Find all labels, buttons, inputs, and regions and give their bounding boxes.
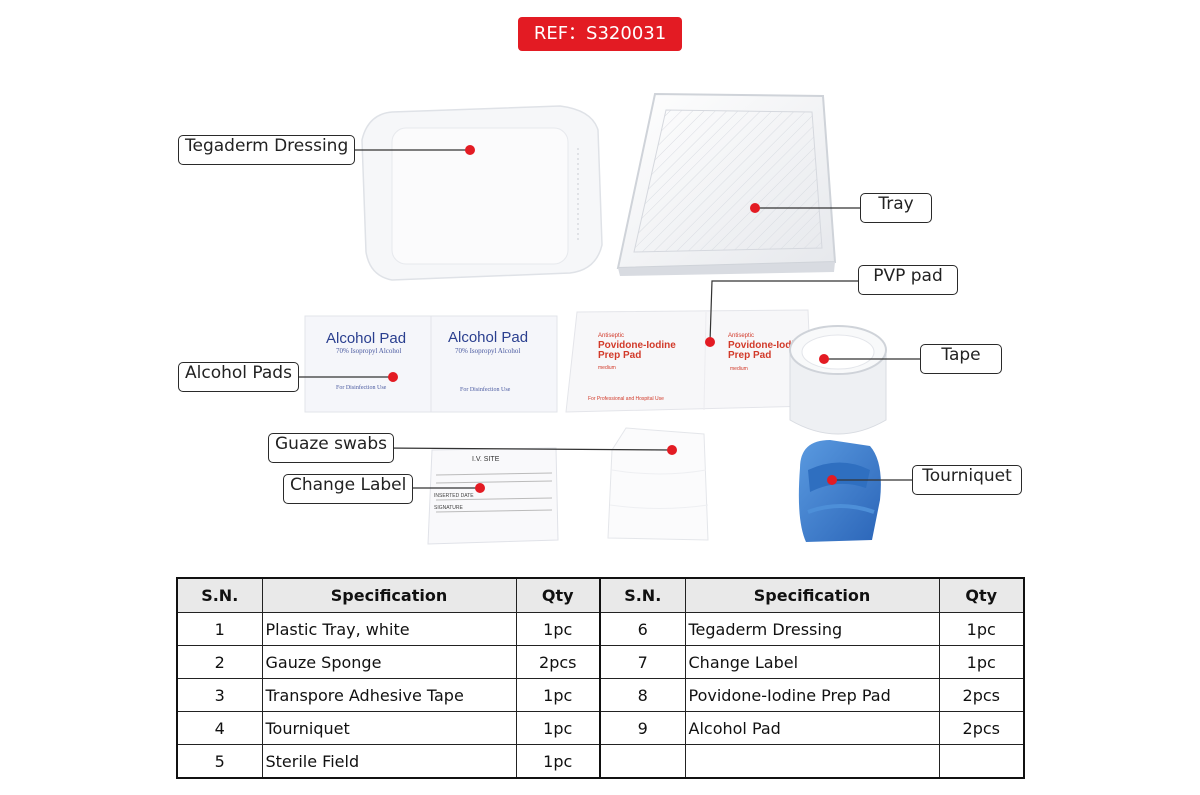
pvp-title2-2: Prep Pad xyxy=(728,350,771,361)
alcohol-pad-title-1: Alcohol Pad xyxy=(326,330,406,347)
cell-spec: Gauze Sponge xyxy=(261,645,517,679)
callout-leaders xyxy=(286,149,920,489)
alcohol-pad-foot-1: For Disinfection Use xyxy=(336,384,387,391)
cell-sn: 7 xyxy=(599,645,686,679)
cell-sn: 8 xyxy=(599,678,686,712)
header-sn-1: S.N. xyxy=(176,577,263,613)
cell-spec: Tegaderm Dressing xyxy=(684,612,940,646)
spec-table: S.N. Specification Qty S.N. Specificatio… xyxy=(176,577,1025,779)
callout-tray: Tray xyxy=(860,193,932,223)
tray xyxy=(616,92,837,276)
callout-tape: Tape xyxy=(920,344,1002,374)
table-row: 4 Tourniquet 1pc 9 Alcohol Pad 2pcs xyxy=(176,711,1025,745)
cell-qty: 2pcs xyxy=(938,678,1025,712)
table-header-row: S.N. Specification Qty S.N. Specificatio… xyxy=(176,577,1025,613)
pvp-small-2: Antiseptic xyxy=(728,333,754,339)
label-title: I.V. SITE xyxy=(472,456,500,463)
tegaderm-dressing xyxy=(361,105,603,281)
cell-spec: Tourniquet xyxy=(261,711,517,745)
alcohol-pad-foot-2: For Disinfection Use xyxy=(460,386,511,393)
cell-sn: 3 xyxy=(176,678,263,712)
cell-sn: 6 xyxy=(599,612,686,646)
cell-spec: Alcohol Pad xyxy=(684,711,940,745)
alcohol-pads-image: Alcohol Pad Alcohol Pad 70% Isopropyl Al… xyxy=(304,315,558,413)
alcohol-pad-sub-1: 70% Isopropyl Alcohol xyxy=(336,347,401,355)
pvp-title-2: Povidone-Iodine xyxy=(728,340,806,351)
label-line1: INSERTED DATE xyxy=(434,493,474,499)
pvp-title-1: Povidone-Iodine xyxy=(598,340,676,351)
change-label-card: I.V. SITE INSERTED DATE SIGNATURE xyxy=(427,447,559,545)
pvp-size-2: medium xyxy=(730,366,748,372)
cell-qty xyxy=(938,744,1025,779)
header-spec-1: Specification xyxy=(261,577,517,613)
label-line2: SIGNATURE xyxy=(434,505,463,511)
pvp-foot-1: For Professional and Hospital Use xyxy=(588,396,664,402)
cell-spec xyxy=(684,744,940,779)
header-qty-2: Qty xyxy=(938,577,1025,613)
tape-roll xyxy=(789,325,887,435)
product-photo: Alcohol Pad Alcohol Pad 70% Isopropyl Al… xyxy=(286,92,920,545)
cell-sn: 5 xyxy=(176,744,263,779)
ref-badge: REF：S320031 xyxy=(518,17,682,51)
pvp-small-1: Antiseptic xyxy=(598,333,624,339)
callout-gauze-swabs: Guaze swabs xyxy=(268,433,394,463)
cell-qty: 1pc xyxy=(515,612,601,646)
alcohol-pad-sub-2: 70% Isopropyl Alcohol xyxy=(455,347,520,355)
cell-qty: 1pc xyxy=(515,678,601,712)
ref-code: S320031 xyxy=(586,23,667,44)
cell-sn: 1 xyxy=(176,612,263,646)
cell-sn xyxy=(599,744,686,779)
cell-spec: Change Label xyxy=(684,645,940,679)
callout-tegaderm: Tegaderm Dressing xyxy=(178,135,356,165)
table-row: 3 Transpore Adhesive Tape 1pc 8 Povidone… xyxy=(176,678,1025,712)
cell-qty: 2pcs xyxy=(938,711,1025,745)
table-row: 2 Gauze Sponge 2pcs 7 Change Label 1pc xyxy=(176,645,1025,679)
alcohol-pad-title-2: Alcohol Pad xyxy=(448,329,528,346)
cell-spec: Sterile Field xyxy=(261,744,517,779)
cell-qty: 1pc xyxy=(938,645,1025,679)
header-qty-1: Qty xyxy=(515,577,601,613)
callout-alcohol-pads: Alcohol Pads xyxy=(178,362,299,392)
cell-spec: Povidone-Iodine Prep Pad xyxy=(684,678,940,712)
cell-sn: 9 xyxy=(599,711,686,745)
pvp-pads-image: Antiseptic Povidone-Iodine Prep Pad medi… xyxy=(565,309,813,413)
table-row: 1 Plastic Tray, white 1pc 6 Tegaderm Dre… xyxy=(176,612,1025,646)
pvp-title2-1: Prep Pad xyxy=(598,350,641,361)
callout-dots xyxy=(388,145,837,493)
ref-prefix: REF： xyxy=(533,23,587,44)
table-row: 5 Sterile Field 1pc xyxy=(176,744,1025,779)
callout-pvp-pad: PVP pad xyxy=(858,265,958,295)
callout-change-label: Change Label xyxy=(283,474,414,504)
cell-sn: 4 xyxy=(176,711,263,745)
cell-qty: 1pc xyxy=(515,744,601,779)
header-sn-2: S.N. xyxy=(599,577,686,613)
header-spec-2: Specification xyxy=(684,577,940,613)
callout-tourniquet: Tourniquet xyxy=(912,465,1022,495)
cell-spec: Plastic Tray, white xyxy=(261,612,517,646)
tourniquet-image xyxy=(798,440,881,542)
cell-sn: 2 xyxy=(176,645,263,679)
gauze-swabs xyxy=(607,427,709,541)
pvp-size-1: medium xyxy=(598,365,616,371)
cell-qty: 1pc xyxy=(938,612,1025,646)
cell-qty: 1pc xyxy=(515,711,601,745)
cell-qty: 2pcs xyxy=(515,645,601,679)
cell-spec: Transpore Adhesive Tape xyxy=(261,678,517,712)
